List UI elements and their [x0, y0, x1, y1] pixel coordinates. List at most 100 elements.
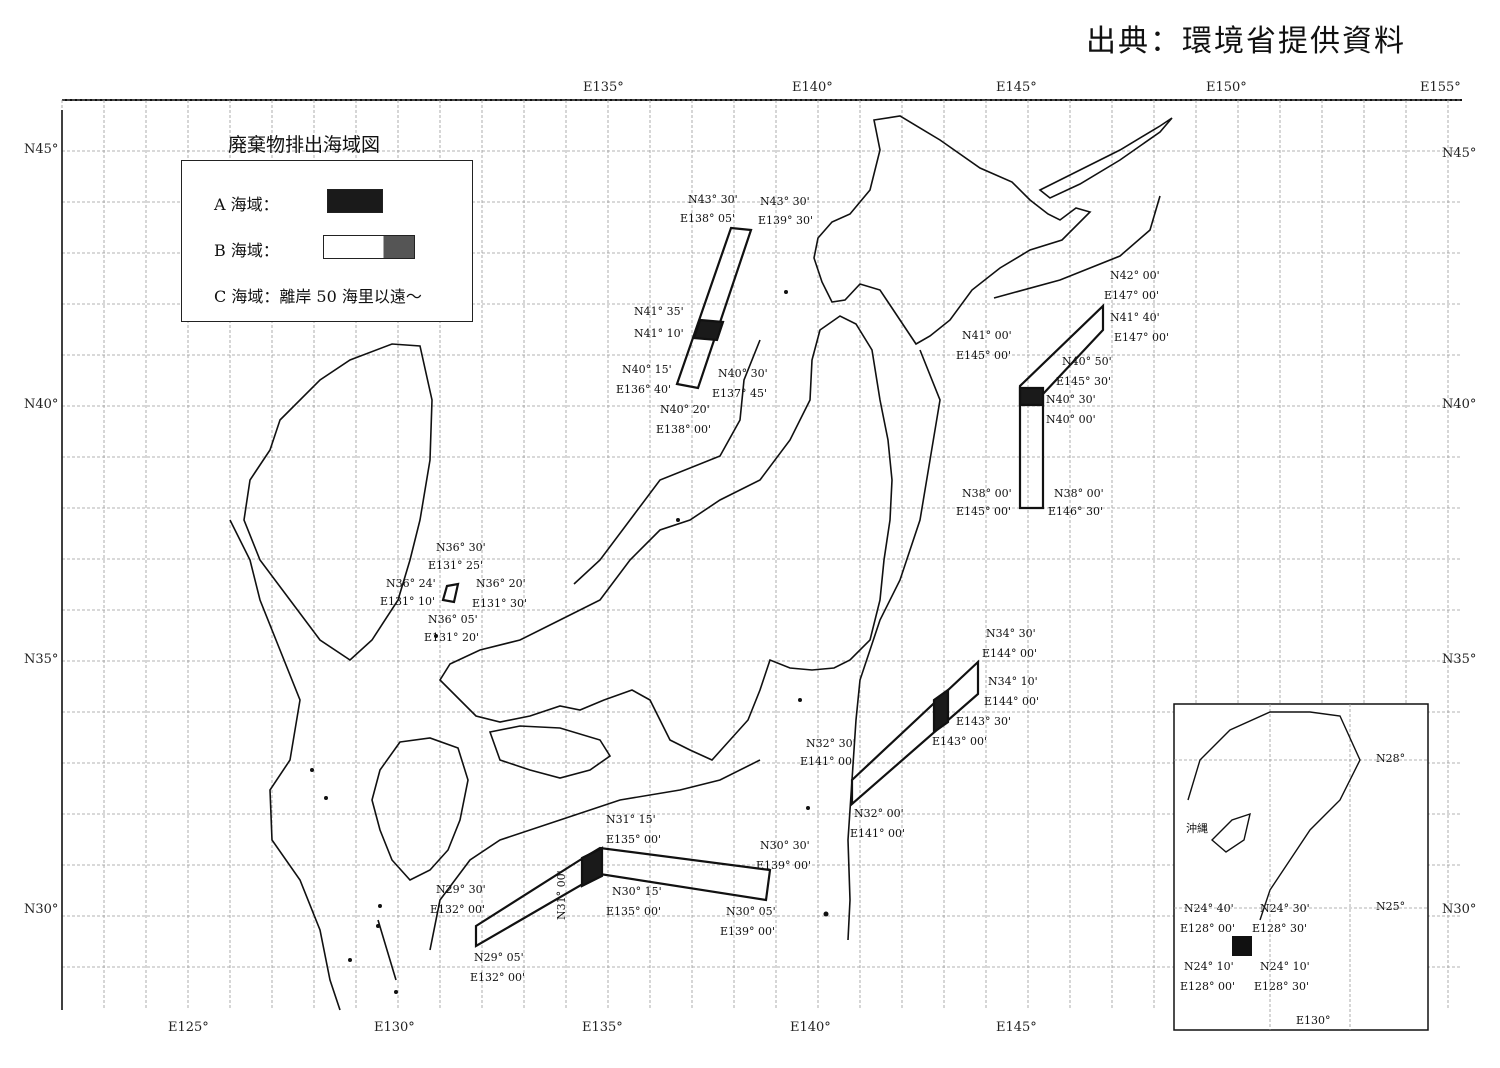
coord-label: N38° 00' — [962, 487, 1012, 500]
coord-label: N36° 30' — [436, 541, 486, 554]
coord-label: E145° 00' — [956, 505, 1012, 518]
coastlines — [61, 110, 1173, 1011]
small-islands — [310, 290, 829, 994]
coord-label: E128° 30' — [1252, 922, 1308, 935]
coord-label: N36° 05' — [428, 613, 478, 626]
lat-right-30: N30° — [1442, 902, 1477, 917]
shikoku-coast — [488, 725, 612, 779]
lon-top-150: E150° — [1206, 80, 1247, 95]
zone-a-pacific-s — [580, 846, 604, 888]
lon-top-135: E135° — [583, 80, 624, 95]
coord-label: E132° 00' — [470, 971, 526, 984]
coord-label: E128° 30' — [1254, 980, 1310, 993]
inset-lat-25: N25° — [1376, 900, 1406, 913]
shelf-line-pacific — [847, 349, 941, 941]
coord-label: E136° 40' — [616, 383, 672, 396]
lat-right-40: N40° — [1442, 397, 1477, 412]
shelf-line-japan-sea — [573, 339, 761, 585]
coord-label: E141° 00' — [800, 755, 856, 768]
korea-coast — [243, 343, 433, 662]
coord-label: N32° 00' — [854, 807, 904, 820]
lat-right-35: N35° — [1442, 652, 1477, 667]
lon-bottom-125: E125° — [168, 1020, 209, 1035]
zone-pacific-ne — [1018, 303, 1105, 510]
coord-label: E144° 00' — [984, 695, 1040, 708]
coord-label: N41° 40' — [1110, 311, 1160, 324]
coord-label: N43° 30' — [760, 195, 810, 208]
lat-left-45: N45° — [24, 142, 59, 157]
ryukyu-coast — [377, 919, 397, 981]
legend-c-label: C 海域：離岸 50 海里以遠～ — [214, 287, 422, 306]
coord-label: E145° 30' — [1056, 375, 1112, 388]
lat-left-35: N35° — [24, 652, 59, 667]
zone-a-pacific-ne — [1018, 386, 1045, 407]
lat-left-30: N30° — [24, 902, 59, 917]
coord-label: E146° 30' — [1048, 505, 1104, 518]
china-coast — [61, 110, 341, 1011]
lon-bottom-140: E140° — [790, 1020, 831, 1035]
coord-label: N29° 30' — [436, 883, 486, 896]
coord-label: E139° 00' — [756, 859, 812, 872]
coord-label: N40° 50' — [1062, 355, 1112, 368]
source-note: 出典：環境省提供資料 — [1086, 24, 1406, 59]
coord-label: E138° 00' — [656, 423, 712, 436]
coord-label: E145° 00' — [956, 349, 1012, 362]
coord-label: N32° 30' — [806, 737, 856, 750]
coord-label: N40° 15' — [622, 363, 672, 376]
zone-japan-sea — [675, 226, 753, 390]
coord-label: E139° 30' — [758, 214, 814, 227]
coord-label: E128° 00' — [1180, 922, 1236, 935]
coord-label: E135° 00' — [606, 905, 662, 918]
dumping-zones — [441, 226, 1105, 948]
coord-label: N40° 30' — [718, 367, 768, 380]
coord-label: E139° 00' — [720, 925, 776, 938]
coord-label: E143° 30' — [956, 715, 1012, 728]
coord-label: N29° 05' — [474, 951, 524, 964]
hokkaido-coast — [813, 115, 1092, 346]
coord-label: E131° 10' — [380, 595, 436, 608]
coord-label: N36° 20' — [476, 577, 526, 590]
coord-label: N24° 10' — [1260, 960, 1310, 973]
coord-label: N38° 00' — [1054, 487, 1104, 500]
coord-label: N41° 00' — [962, 329, 1012, 342]
coord-label: E138° 05' — [680, 212, 736, 225]
coord-label: E147° 00' — [1104, 289, 1160, 302]
honshu-coast — [438, 315, 893, 761]
zone-a-pacific-e — [932, 687, 950, 735]
lon-top-155: E155° — [1420, 80, 1461, 95]
coord-label: E143° 00' — [932, 735, 988, 748]
coord-label: N30° 15' — [612, 885, 662, 898]
coord-label: E144° 00' — [982, 647, 1038, 660]
coord-label: N36° 24' — [386, 577, 436, 590]
legend-a-label: A 海域： — [214, 195, 279, 214]
coord-label: E141° 00' — [850, 827, 906, 840]
coord-label: E132° 00' — [430, 903, 486, 916]
coord-label: E137° 45' — [712, 387, 768, 400]
coord-label: N41° 10' — [634, 327, 684, 340]
coord-label: N30° 05' — [726, 905, 776, 918]
legend-b-swatch — [323, 235, 415, 259]
lon-top-145: E145° — [996, 80, 1037, 95]
shelf-line-south — [429, 759, 761, 951]
coord-label: N24° 10' — [1184, 960, 1234, 973]
legend-b-label: B 海域： — [214, 241, 279, 260]
coord-label: N40° 00' — [1046, 413, 1096, 426]
inset-lat-28: N28° — [1376, 752, 1406, 765]
zone-oki — [441, 582, 460, 604]
coord-label: N31° 15' — [606, 813, 656, 826]
coord-label: E135° 00' — [606, 833, 662, 846]
lat-right-45: N45° — [1442, 146, 1477, 161]
zone-a-japan-sea — [692, 318, 725, 342]
lon-top-140: E140° — [792, 80, 833, 95]
lon-bottom-145: E145° — [996, 1020, 1037, 1035]
kyushu-coast — [371, 737, 469, 881]
coord-label: N24° 30' — [1260, 902, 1310, 915]
coord-label: N30° 30' — [760, 839, 810, 852]
kuril-coast — [1038, 117, 1173, 199]
coord-label: N24° 40' — [1184, 902, 1234, 915]
coord-label: E147° 00' — [1114, 331, 1170, 344]
coord-label: N40° 30' — [1046, 393, 1096, 406]
coord-label: N34° 30' — [986, 627, 1036, 640]
coord-label-vertical: N31° 00' — [555, 870, 568, 920]
